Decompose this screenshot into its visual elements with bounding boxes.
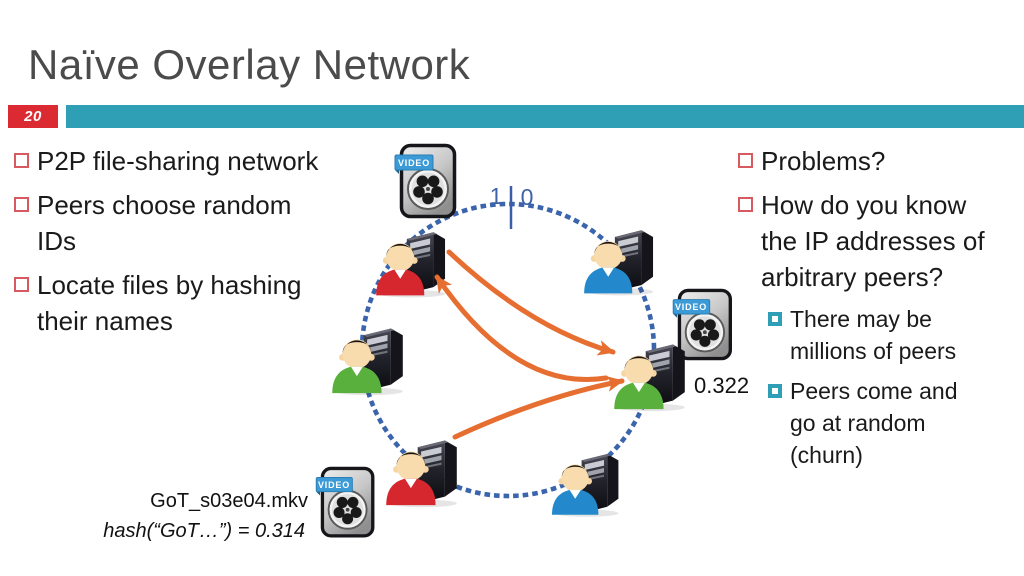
left-bullet-column: P2P file-sharing network Peers choose ra… <box>14 143 334 347</box>
sub-bullet-item: Peers come and go at random (churn) <box>768 375 988 471</box>
query-arrow-bottom-to-right <box>452 376 625 440</box>
slide-number-badge: 20 <box>8 105 58 128</box>
video-badge-label: VIDEO <box>318 480 350 490</box>
peer-id-label: 0.322 <box>694 373 749 398</box>
video-file-icon-top <box>393 143 457 219</box>
sub-bullet-text: There may be millions of peers <box>790 306 957 364</box>
video-file-icon-right <box>671 288 733 361</box>
peer-icon-top-left <box>376 232 446 298</box>
response-arrow-right-to-top <box>434 274 609 382</box>
hash-value-label: hash(“GoT…”) = 0.314 <box>103 520 305 542</box>
square-bullet-icon <box>14 277 29 292</box>
right-bullet-column: Problems? How do you know the IP address… <box>738 143 988 479</box>
square-bullet-icon <box>738 153 753 168</box>
bullet-item: Peers choose random IDs <box>14 187 334 259</box>
peer-icon-right <box>614 344 685 412</box>
bullet-item: Locate files by hashing their names <box>14 267 334 339</box>
peer-icon-top-right <box>584 230 654 296</box>
square-sub-bullet-icon <box>768 312 782 326</box>
bullet-text: P2P file-sharing network <box>37 146 319 176</box>
square-bullet-icon <box>14 197 29 212</box>
video-badge-label: VIDEO <box>398 158 430 168</box>
square-sub-bullet-icon <box>768 384 782 398</box>
slide-title: Naïve Overlay Network <box>28 41 471 88</box>
bullet-item: P2P file-sharing network <box>14 143 334 179</box>
sub-bullet-list: There may be millions of peers Peers com… <box>768 303 988 471</box>
video-badge-label: VIDEO <box>675 302 707 312</box>
bullet-item: How do you know the IP addresses of arbi… <box>738 187 988 295</box>
peer-icon-left <box>332 328 403 396</box>
video-file-icon-bottom <box>314 466 375 538</box>
square-bullet-icon <box>14 153 29 168</box>
sub-bullet-item: There may be millions of peers <box>768 303 988 367</box>
sub-bullet-text: Peers come and go at random (churn) <box>790 378 958 468</box>
header-rule <box>66 105 1024 128</box>
ring-label-zero: 0 <box>521 184 534 210</box>
ring-label-one: 1 <box>490 183 503 209</box>
peer-icon-bottom-left <box>386 440 457 508</box>
file-name-label: GoT_s03e04.mkv <box>150 490 308 512</box>
bullet-text: Locate files by hashing their names <box>37 270 302 336</box>
query-arrow-top-to-right <box>446 249 616 356</box>
bullet-text: Peers choose random IDs <box>37 190 292 256</box>
bullet-text: How do you know the IP addresses of arbi… <box>761 190 985 292</box>
square-bullet-icon <box>738 197 753 212</box>
bullet-text: Problems? <box>761 146 886 176</box>
bullet-item: Problems? <box>738 143 988 179</box>
